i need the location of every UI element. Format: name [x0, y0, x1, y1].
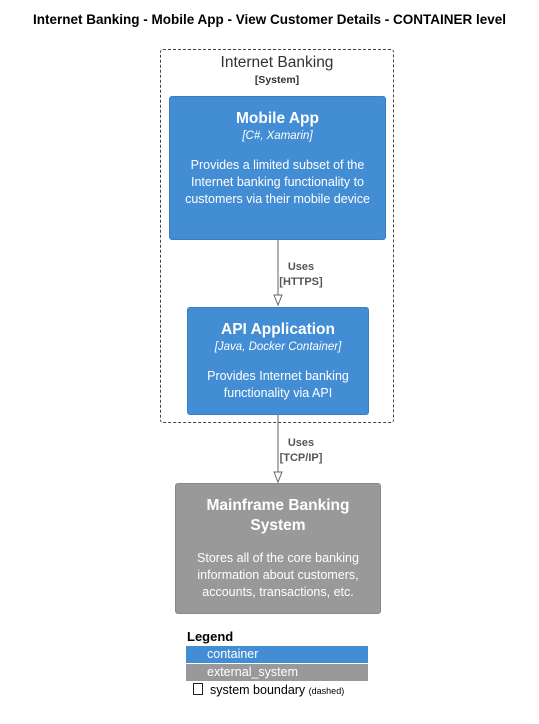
api-application-technology: [Java, Docker Container] — [214, 341, 342, 353]
legend-item-container: container — [186, 646, 368, 663]
mainframe-description: Stores all of the core banking informati… — [197, 551, 359, 599]
arrow-mobile-to-api[interactable] — [273, 240, 283, 307]
mainframe-name: Mainframe Banking System — [206, 497, 350, 534]
legend-title: Legend — [187, 629, 234, 644]
boundary-name: Internet Banking — [220, 54, 334, 71]
legend-item-label: container — [207, 647, 259, 661]
mainframe-banking-system[interactable]: Mainframe Banking System Stores all of t… — [175, 483, 381, 614]
boundary-type: [System] — [254, 74, 300, 86]
relation-label: Uses — [287, 437, 315, 449]
mobile-app-description: Provides a limited subset of the Interne… — [185, 158, 370, 206]
boundary-legend-icon — [193, 683, 203, 695]
relation-label: Uses — [287, 261, 315, 273]
api-application-name: API Application — [221, 321, 335, 338]
relation-api-to-mainframe-label: Uses [TCP/IP] — [276, 436, 326, 466]
arrow-api-to-mainframe[interactable] — [273, 415, 283, 484]
mobile-app-container[interactable]: Mobile App [C#, Xamarin] Provides a limi… — [169, 96, 386, 240]
relation-technology: [TCP/IP] — [279, 452, 323, 464]
legend-item-external-system: external_system — [186, 664, 368, 681]
mobile-app-name: Mobile App — [236, 110, 319, 127]
mobile-app-technology: [C#, Xamarin] — [242, 130, 313, 142]
legend-item-system-boundary: system boundary (dashed) — [186, 682, 344, 700]
api-application-description: Provides Internet banking functionality … — [207, 369, 349, 400]
legend-item-label: external_system — [207, 665, 299, 679]
legend-boundary-note: (dashed) — [308, 686, 345, 696]
api-application-container[interactable]: API Application [Java, Docker Container]… — [187, 307, 369, 415]
legend-boundary-label: system boundary — [210, 683, 306, 697]
diagram-title: Internet Banking - Mobile App - View Cus… — [32, 12, 507, 27]
system-boundary — [160, 49, 394, 423]
relation-technology: [HTTPS] — [279, 276, 323, 288]
relation-mobile-to-api-label: Uses [HTTPS] — [276, 260, 326, 290]
